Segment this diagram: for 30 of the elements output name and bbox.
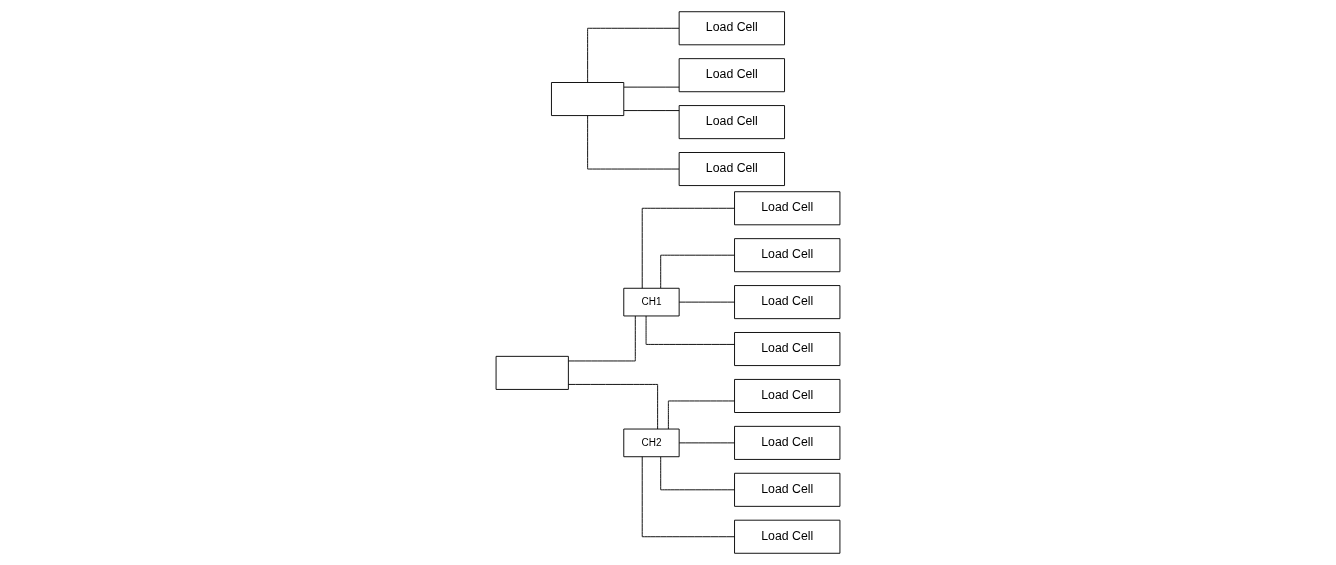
node-box: Load Cell xyxy=(734,378,841,413)
connector xyxy=(641,456,735,538)
node-box: Load Cell xyxy=(734,191,841,226)
connector xyxy=(678,442,735,444)
connector xyxy=(568,315,636,362)
connector xyxy=(660,456,735,491)
node-box: Load Cell xyxy=(734,519,841,554)
connector xyxy=(660,254,735,289)
node-box: Load Cell xyxy=(678,105,785,140)
connector xyxy=(667,400,735,430)
node-box: CH1 xyxy=(623,287,680,317)
connector xyxy=(678,301,735,303)
connector xyxy=(645,315,735,345)
connector xyxy=(623,110,680,112)
connector xyxy=(587,115,680,170)
node-box: Load Cell xyxy=(678,11,785,46)
node-box: Load Cell xyxy=(734,332,841,367)
connector xyxy=(587,27,680,83)
node-box: CH2 xyxy=(623,428,680,458)
node-box: Load Cell xyxy=(734,238,841,273)
node-box: Load Cell xyxy=(734,285,841,320)
node-box: Load Cell xyxy=(678,58,785,93)
connector xyxy=(641,207,735,289)
node-box: Load Cell xyxy=(678,152,785,187)
node-box xyxy=(495,355,569,390)
connector xyxy=(623,86,680,88)
node-box xyxy=(551,82,625,117)
connector xyxy=(568,383,659,430)
node-box: Load Cell xyxy=(734,425,841,460)
node-box: Load Cell xyxy=(734,472,841,507)
